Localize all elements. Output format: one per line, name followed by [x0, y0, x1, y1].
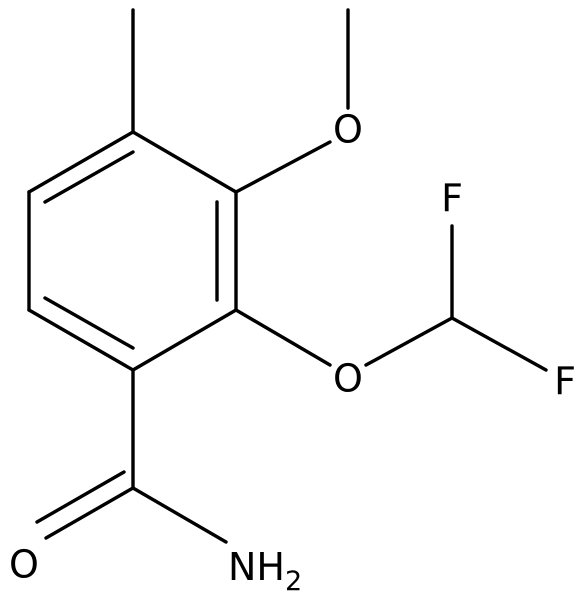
bond-c4-c5 [27, 308, 135, 372]
atom-o-ether: O [333, 357, 363, 401]
atom-o-methoxy: O [333, 108, 363, 152]
bond-c3-c4 [131, 308, 238, 372]
bond-c-n-amide [131, 486, 228, 544]
bond-c-f-right [450, 316, 548, 372]
atom-n-amide: NH2 [228, 545, 302, 597]
atom-o-carbonyl: O [9, 543, 39, 587]
atom-f-right: F [554, 360, 576, 404]
bond-c6-c1-inner [43, 150, 135, 204]
atom-f-top: F [441, 177, 463, 221]
amide-n-subscript: 2 [285, 566, 302, 597]
bond-o-chf2 [364, 316, 454, 367]
amide-n-label: NH [228, 545, 285, 589]
bond-c-o-carbonyl [44, 486, 135, 540]
bond-c2-o-methoxy [234, 140, 332, 194]
bond-c4-c5-inner [43, 296, 135, 350]
benzene-ring [27, 130, 238, 372]
bond-c6-c1 [27, 130, 135, 194]
bond-c-o-carbonyl-double [35, 470, 126, 524]
bond-c3-o-ether [234, 308, 332, 367]
bond-c1-c2 [131, 130, 238, 194]
